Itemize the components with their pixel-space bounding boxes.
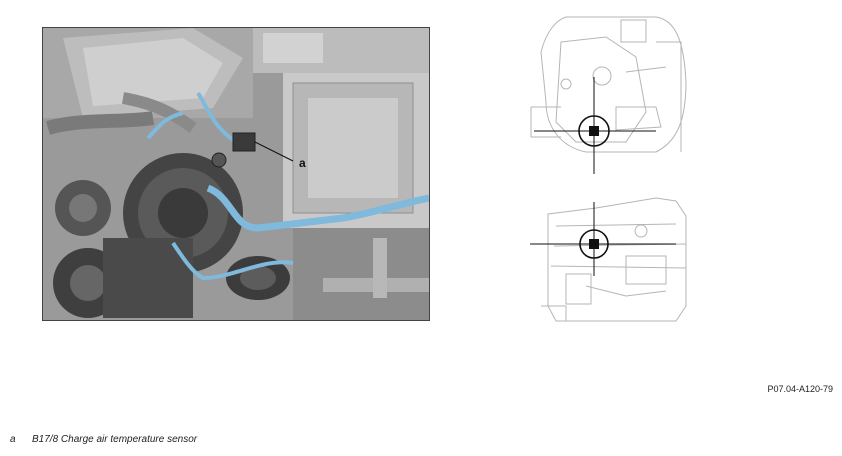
callout-label-a: a: [299, 156, 306, 170]
figure-reference-code: P07.04-A120-79: [767, 384, 833, 394]
locator-top-view: [526, 12, 696, 177]
legend-text: B17/8 Charge air temperature sensor: [32, 434, 198, 445]
legend-key: a: [10, 434, 16, 445]
locator-side-view: [526, 196, 696, 324]
legend: a B17/8 Charge air temperature sensor: [10, 434, 197, 445]
engine-photo: a: [42, 27, 430, 321]
